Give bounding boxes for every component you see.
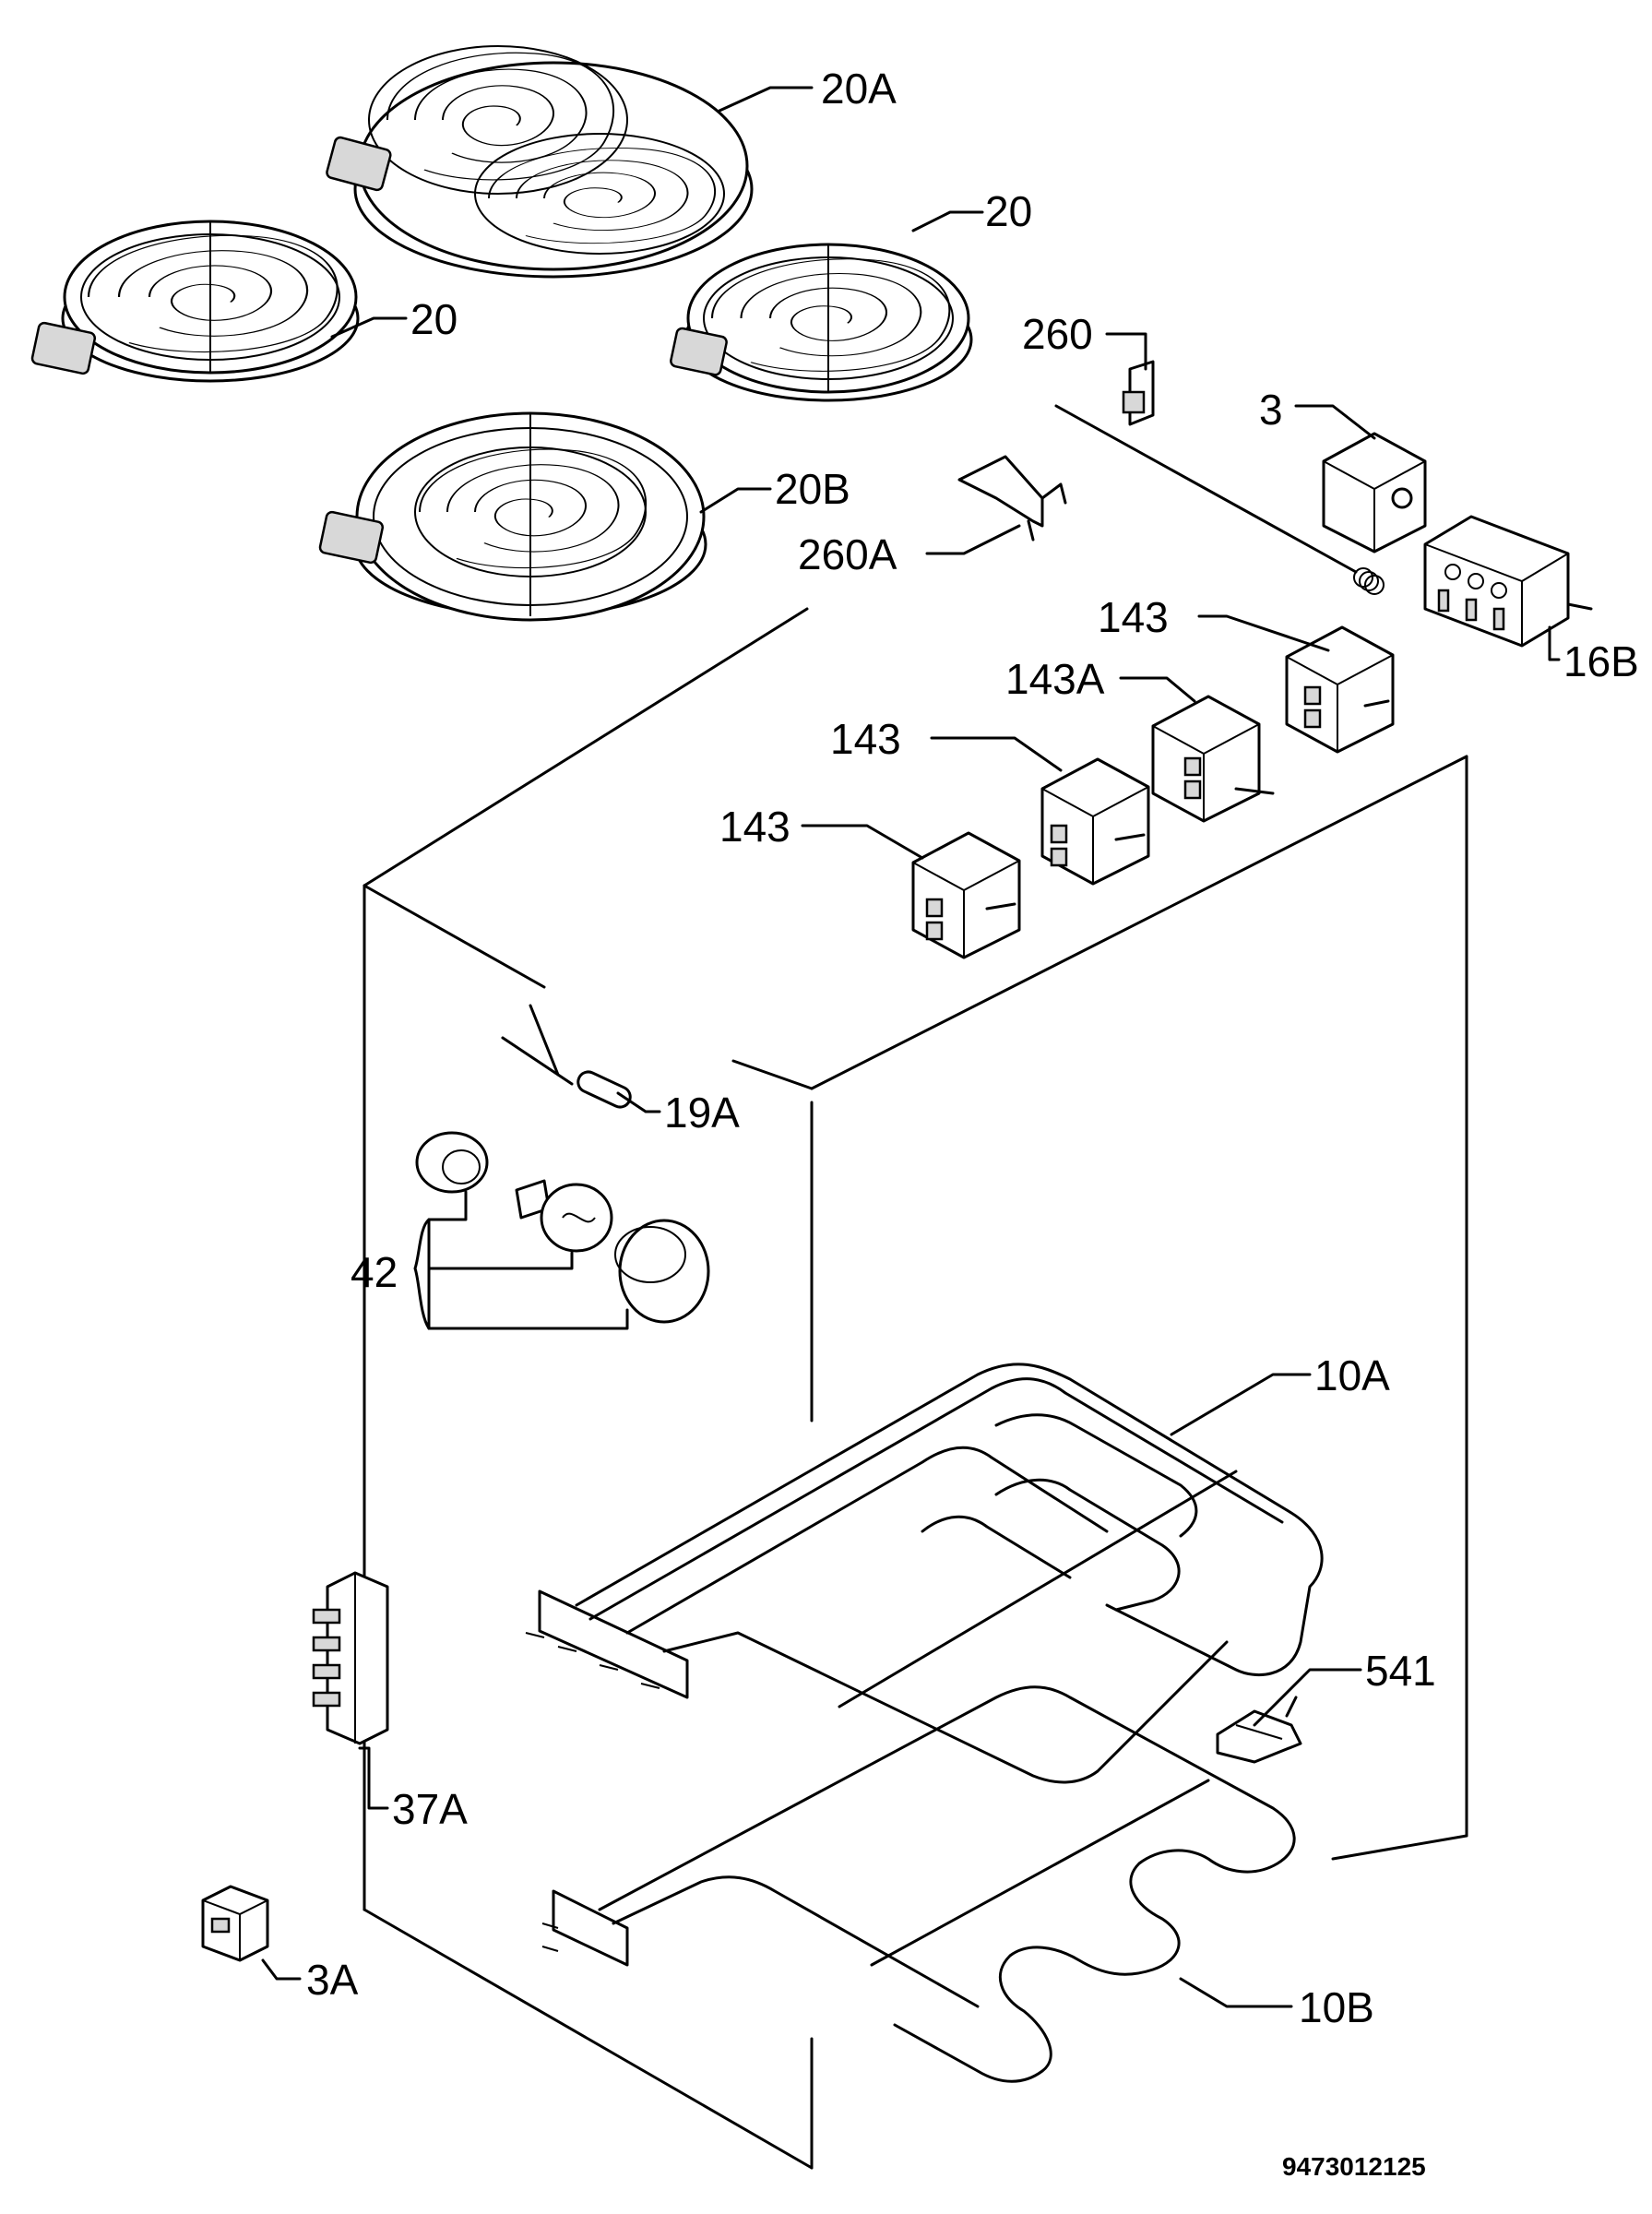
hotplate-20-left — [30, 220, 360, 383]
terminal-block-37a — [312, 1571, 389, 1745]
energy-regulator-143a — [1151, 695, 1275, 823]
label-16b: 16B — [1563, 637, 1639, 685]
label-143-bottom: 143 — [719, 803, 790, 851]
bracket-260a — [957, 455, 1067, 542]
clip-541 — [1216, 1696, 1302, 1764]
clip-260 — [1054, 360, 1385, 595]
label-19a: 19A — [664, 1089, 740, 1137]
diagram-code: 9473012125 — [1282, 2152, 1426, 2181]
energy-regulator-143-middle — [1040, 757, 1150, 886]
label-3: 3 — [1259, 386, 1283, 434]
oven-sensor-19a — [501, 1004, 632, 1109]
hotplate-20-right — [670, 243, 973, 402]
label-42: 42 — [351, 1248, 398, 1296]
selector-switch-16b — [1423, 515, 1593, 648]
label-20a: 20A — [821, 65, 897, 113]
label-20b: 20B — [775, 465, 850, 513]
label-20-left: 20 — [410, 295, 458, 343]
grill-element-10b — [541, 1685, 1296, 2083]
label-143a: 143A — [1005, 655, 1105, 703]
part-labels: 20A 20 20 20B 260 260A 3 16B 143 143A 14… — [306, 65, 1639, 2181]
switch-3a — [201, 1885, 269, 1962]
label-37a: 37A — [392, 1785, 468, 1833]
cabinet-outline — [362, 607, 1468, 2170]
label-260: 260 — [1022, 310, 1093, 358]
label-3a: 3A — [306, 1956, 359, 2004]
oven-lamp-42 — [415, 1131, 710, 1330]
energy-regulator-143-bottom — [911, 831, 1021, 959]
label-10a: 10A — [1314, 1351, 1390, 1399]
hotplate-20a — [326, 45, 754, 279]
label-143-middle: 143 — [830, 715, 901, 763]
label-20-top: 20 — [985, 187, 1032, 235]
grill-element-10a — [525, 1363, 1324, 1784]
leader-lines — [261, 86, 1561, 2008]
label-10b: 10B — [1299, 1983, 1374, 2031]
brace-42 — [413, 1218, 431, 1330]
thermostat-3 — [1322, 432, 1427, 554]
hotplate-20b — [318, 411, 707, 622]
energy-regulator-143-top — [1285, 625, 1395, 754]
label-541: 541 — [1365, 1647, 1436, 1695]
label-260a: 260A — [798, 530, 897, 578]
label-143-top: 143 — [1098, 593, 1169, 641]
